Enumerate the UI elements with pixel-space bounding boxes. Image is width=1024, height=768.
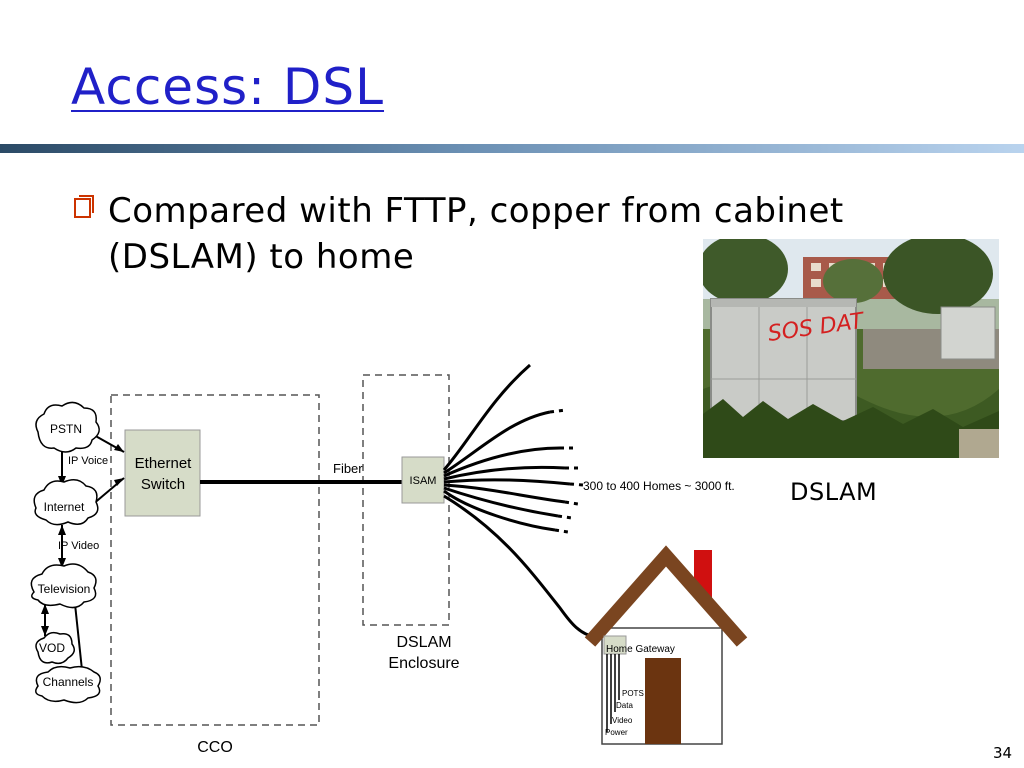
title-divider — [0, 144, 1024, 153]
photo-caption: DSLAM — [790, 478, 878, 506]
copper-pairs — [442, 363, 601, 640]
house-door — [645, 658, 681, 744]
service-data: Data — [616, 701, 633, 710]
service-pots: POTS — [622, 689, 644, 698]
ethernet-switch-label-line2: Switch — [141, 476, 185, 493]
home-gateway-label: Home Gateway — [606, 644, 675, 655]
ethernet-switch-box — [124, 429, 201, 517]
channels-label: Channels — [43, 675, 94, 689]
dsl-network-diagram: CCO DSLAM Enclosure PSTN Internet Televi… — [30, 363, 748, 756]
television-label: Television — [38, 582, 91, 596]
ip-video-label: IP Video — [58, 540, 99, 552]
bullet-text: Compared with FTTP, copper from cabinet … — [108, 191, 844, 277]
cco-enclosure — [110, 394, 320, 726]
enclosure-label: Enclosure — [388, 655, 459, 672]
slide-title: Access: DSL — [71, 58, 385, 116]
dslam-photo: SOS DAT — [703, 239, 999, 458]
vod-cloud — [35, 631, 75, 665]
fiber-label: Fiber — [333, 461, 363, 476]
dslam-label: DSLAM — [396, 634, 451, 651]
bullet-checkbox-icon — [74, 195, 94, 218]
pstn-cloud — [35, 401, 100, 453]
homes-distance-label: 300 to 400 Homes ~ 3000 ft. — [583, 479, 735, 493]
isam-box — [401, 456, 445, 504]
vod-label: VOD — [39, 641, 65, 655]
ip-voice-label: IP Voice — [68, 455, 108, 467]
pstn-label: PSTN — [50, 422, 82, 436]
isam-label: ISAM — [410, 475, 437, 487]
service-video: Video — [612, 716, 633, 725]
television-cloud — [30, 563, 97, 609]
house-roof — [584, 545, 748, 647]
cco-label: CCO — [197, 739, 233, 756]
page-number: 34 — [993, 744, 1013, 762]
internet-cloud — [33, 479, 99, 526]
internet-label: Internet — [44, 500, 85, 514]
channels-cloud — [35, 665, 101, 704]
service-power: Power — [605, 728, 628, 737]
ethernet-switch-label-line1: Ethernet — [135, 455, 193, 472]
